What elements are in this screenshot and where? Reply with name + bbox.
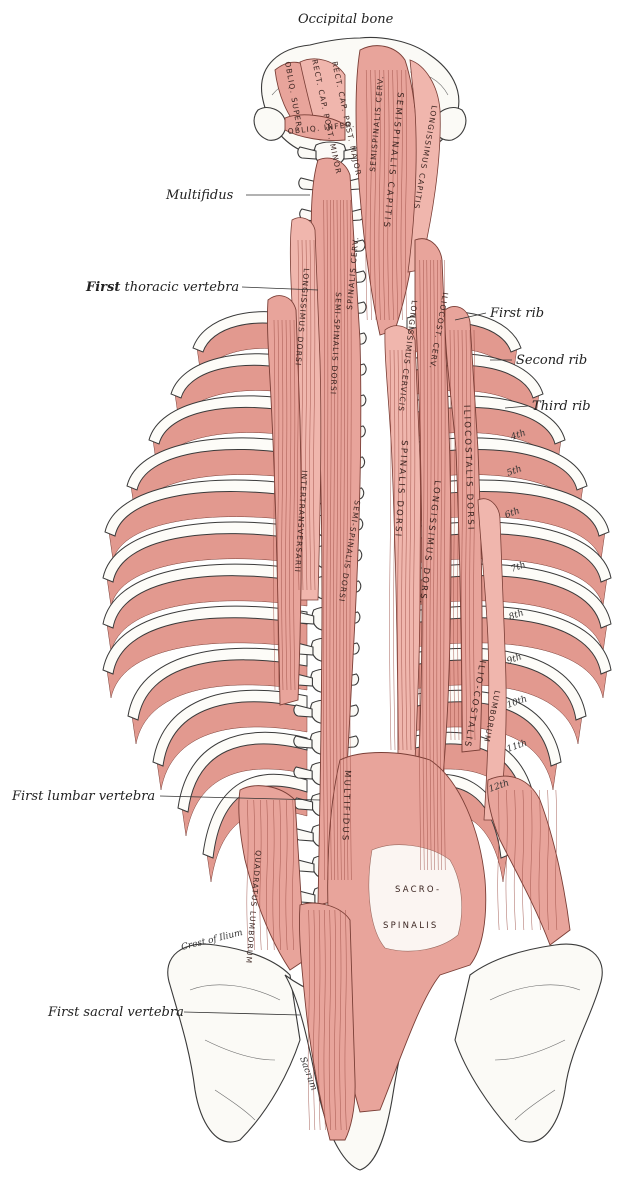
label-spinalis: SPINALIS: [383, 921, 438, 931]
left-rib: [127, 647, 308, 721]
label-sacro: SACRO-: [395, 885, 441, 895]
label-multifidus: Multifidus: [165, 188, 234, 203]
label-iliocostalis-dorsi: ILIOCOSTALIS DORSI: [461, 405, 475, 532]
rib-number-5: 5th: [506, 464, 524, 479]
deep-back-muscles: [238, 45, 571, 1141]
leader-first-rib: [454, 312, 487, 321]
label-first-thoracic-rest: thoracic vertebra: [120, 280, 239, 295]
label-first-sacral-vertebra: First sacral vertebra: [47, 1005, 184, 1020]
callout-leaders: [159, 194, 529, 1016]
callout-labels: Occipital bone Multifidus First thoracic…: [11, 12, 591, 1020]
label-first-lumbar-vertebra: First lumbar vertebra: [11, 789, 155, 804]
label-occipital-bone: Occipital bone: [298, 12, 394, 27]
label-first-thoracic-bold: First: [85, 280, 120, 295]
left-rib: [177, 731, 308, 813]
rib-number-6: 6th: [504, 506, 522, 521]
right-rib: [406, 479, 610, 537]
left-rib: [152, 689, 308, 767]
left-rib: [126, 437, 308, 491]
label-second-rib: Second rib: [516, 353, 587, 368]
label-multifidus-lower: MULTIFIDUS: [339, 770, 352, 843]
rib-number-8: 8th: [508, 608, 526, 623]
left-rib: [102, 563, 308, 629]
label-first-rib: First rib: [489, 306, 544, 321]
label-third-rib: Third rib: [532, 399, 591, 414]
left-rib: [148, 395, 308, 445]
rib-number-7: 7th: [510, 560, 528, 575]
left-rib: [102, 605, 308, 675]
left-rib: [202, 773, 308, 859]
rib-number-9: 9th: [506, 652, 524, 667]
left-rib: [104, 479, 308, 537]
rib-number-11: 11th: [506, 738, 529, 755]
leader-first-sacral: [183, 1011, 301, 1016]
leader-third-rib: [504, 405, 529, 409]
leader-first-lumbar: [159, 795, 321, 801]
leader-first-thoracic: [241, 286, 319, 291]
left-rib: [102, 521, 308, 583]
label-first-thoracic-vertebra: First thoracic vertebra: [85, 280, 239, 295]
